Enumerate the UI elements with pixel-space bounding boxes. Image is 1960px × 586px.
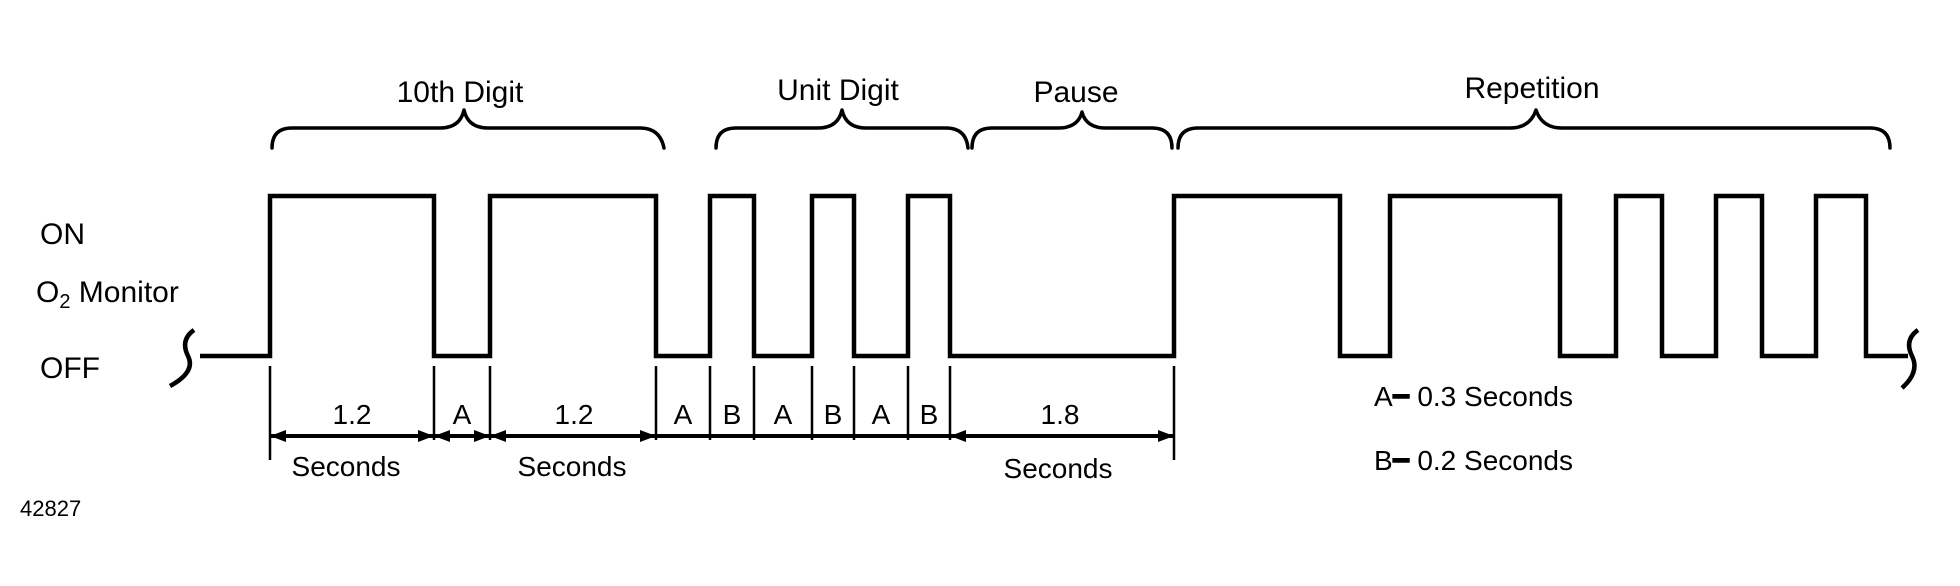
break-mark-right <box>1900 328 1920 390</box>
tenth-digit-brace <box>270 108 666 150</box>
break-mark-left <box>168 328 196 388</box>
pulse-2-duration: 1.2 <box>555 399 594 430</box>
unit-b2-label: B <box>824 399 843 430</box>
off-label: OFF <box>40 352 100 385</box>
o2-monitor-label: O2 Monitor <box>36 276 179 313</box>
repetition-title: Repetition <box>1464 72 1599 105</box>
repetition-brace <box>1176 108 1892 150</box>
gap-2-label: A <box>674 399 693 430</box>
dimension-arrows <box>270 430 1174 442</box>
pause-title: Pause <box>1033 76 1118 109</box>
seconds-label-3: Seconds <box>1004 453 1113 484</box>
pause-duration: 1.8 <box>1041 399 1080 430</box>
unit-b3-label: B <box>920 399 939 430</box>
pulse-1-duration: 1.2 <box>333 399 372 430</box>
legend-a: A━ 0.3 Seconds <box>1374 381 1573 412</box>
gap-1-label: A <box>453 399 472 430</box>
figure-number: 42827 <box>20 496 81 521</box>
unit-digit-brace <box>714 108 970 150</box>
on-label: ON <box>40 218 85 251</box>
tenth-digit-title: 10th Digit <box>397 76 524 109</box>
duration-dividers <box>268 366 1176 460</box>
pause-brace <box>970 110 1174 150</box>
seconds-label-2: Seconds <box>518 451 627 482</box>
signal-waveform <box>200 193 1908 359</box>
unit-a1-label: A <box>774 399 793 430</box>
legend-b: B━ 0.2 Seconds <box>1374 445 1573 476</box>
unit-a2-label: A <box>872 399 891 430</box>
unit-b1-label: B <box>723 399 742 430</box>
unit-digit-title: Unit Digit <box>777 74 899 107</box>
seconds-label-1: Seconds <box>292 451 401 482</box>
